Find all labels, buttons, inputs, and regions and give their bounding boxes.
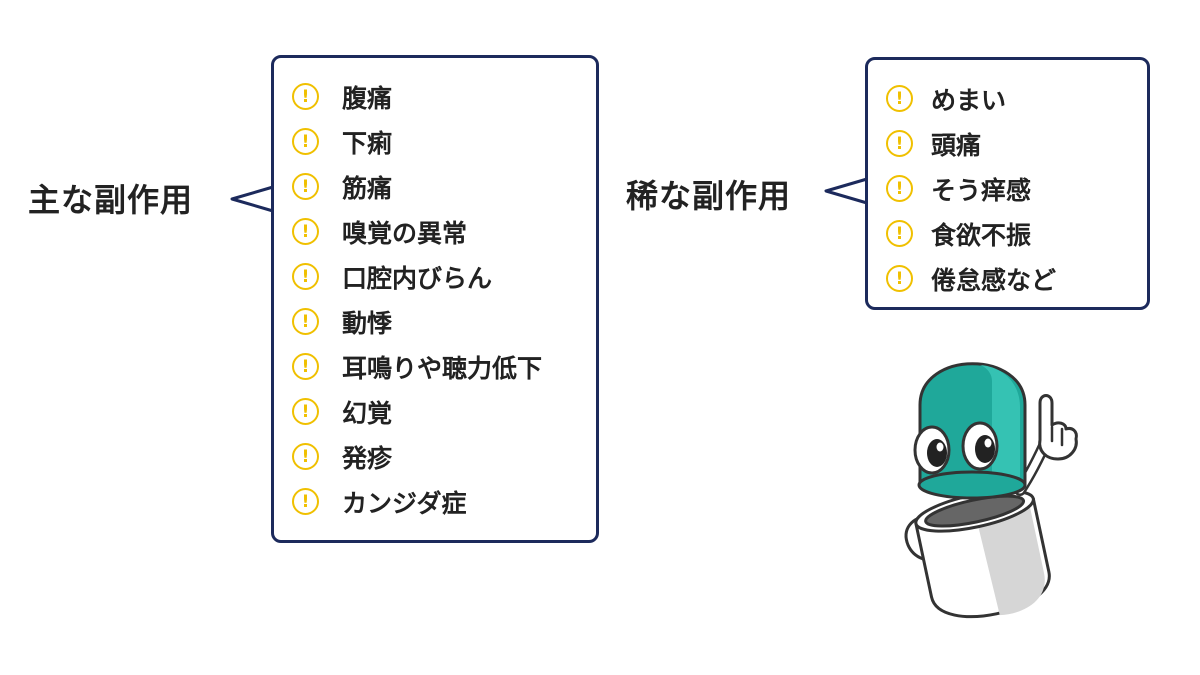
exclamation-circle-icon: ! (886, 265, 913, 292)
list-item-label: 腹痛 (342, 83, 393, 113)
exclamation-circle-icon: ! (292, 173, 319, 200)
list-item: ! 口腔内びらん (292, 254, 542, 299)
list-item-label: めまい (931, 85, 1007, 115)
exclamation-circle-icon: ! (886, 130, 913, 157)
main-side-effects-heading: 主な副作用 (28, 181, 194, 219)
list-item-label: 倦怠感など (931, 265, 1057, 295)
exclamation-circle-icon: ! (886, 85, 913, 112)
exclamation-circle-icon: ! (292, 308, 319, 335)
list-item-label: 嗅覚の異常 (342, 218, 468, 248)
list-item-label: カンジダ症 (342, 488, 467, 518)
list-item-label: 幻覚 (342, 398, 393, 428)
rare-bubble-tail (824, 177, 868, 205)
list-item: ! 幻覚 (292, 389, 542, 434)
rare-side-effects-bubble: ! めまい ! 頭痛 ! そう痒感 ! 食欲不振 ! 倦怠感など (865, 57, 1150, 310)
main-bubble-tail (230, 185, 274, 213)
list-item-label: 発疹 (342, 443, 393, 473)
exclamation-circle-icon: ! (886, 175, 913, 202)
list-item-label: 下痢 (342, 128, 393, 158)
exclamation-circle-icon: ! (292, 83, 319, 110)
rare-side-effects-heading: 稀な副作用 (626, 177, 792, 215)
exclamation-circle-icon: ! (292, 218, 319, 245)
exclamation-circle-icon: ! (292, 263, 319, 290)
exclamation-circle-icon: ! (886, 220, 913, 247)
list-item: ! 食欲不振 (886, 211, 1056, 256)
list-item: ! カンジダ症 (292, 479, 542, 524)
list-item-label: 筋痛 (342, 173, 393, 203)
capsule-mascot-illustration (904, 362, 1078, 619)
list-item-label: 耳鳴りや聴力低下 (342, 353, 543, 383)
list-item-label: 口腔内びらん (342, 263, 493, 293)
list-item: ! 発疹 (292, 434, 542, 479)
main-side-effects-bubble: ! 腹痛 ! 下痢 ! 筋痛 ! 嗅覚の異常 ! 口腔内びらん ! 動悸 ! 耳鳴りや聴力低下… (271, 55, 599, 543)
exclamation-circle-icon: ! (292, 353, 319, 380)
list-item: ! 筋痛 (292, 164, 542, 209)
list-item: ! めまい (886, 76, 1056, 121)
list-item: ! 下痢 (292, 119, 542, 164)
exclamation-circle-icon: ! (292, 488, 319, 515)
list-item: ! そう痒感 (886, 166, 1056, 211)
list-item: ! 倦怠感など (886, 256, 1056, 301)
list-item: ! 耳鳴りや聴力低下 (292, 344, 542, 389)
exclamation-circle-icon: ! (292, 398, 319, 425)
list-item: ! 動悸 (292, 299, 542, 344)
exclamation-circle-icon: ! (292, 128, 319, 155)
list-item-label: 動悸 (342, 308, 393, 338)
list-item-label: そう痒感 (931, 175, 1032, 205)
list-item: ! 頭痛 (886, 121, 1056, 166)
list-item: ! 嗅覚の異常 (292, 209, 542, 254)
rare-side-effects-list: ! めまい ! 頭痛 ! そう痒感 ! 食欲不振 ! 倦怠感など (886, 76, 1056, 301)
main-side-effects-list: ! 腹痛 ! 下痢 ! 筋痛 ! 嗅覚の異常 ! 口腔内びらん ! 動悸 ! 耳鳴りや聴力低下… (292, 74, 542, 524)
exclamation-circle-icon: ! (292, 443, 319, 470)
list-item-label: 頭痛 (931, 130, 982, 160)
list-item-label: 食欲不振 (931, 220, 1032, 250)
list-item: ! 腹痛 (292, 74, 542, 119)
